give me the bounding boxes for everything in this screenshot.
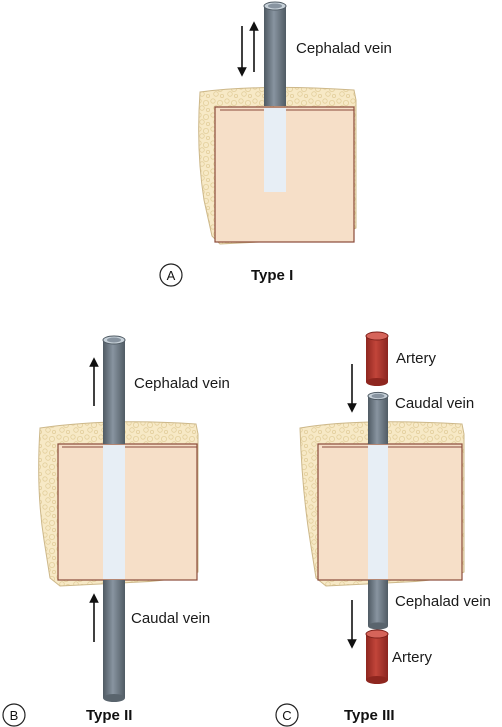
panel-a: Cephalad vein A Type I [159,1,392,287]
cephalad-vein-label-a: Cephalad vein [296,40,392,57]
vein-channel-a [264,108,286,192]
caudal-vein-c [367,391,389,444]
panel-c: Artery Caudal vein Cephalad vein Artery … [275,331,491,727]
type-label-a: Type I [251,267,293,284]
type-label-c: Type III [344,707,395,724]
cephalad-vein-label-b: Cephalad vein [134,375,230,392]
panel-b: Cephalad vein Caudal vein B Type II [2,335,230,727]
cephalad-vein-label-c: Cephalad vein [395,593,491,610]
vein-channel-c [368,445,388,579]
artery-label-c-bottom: Artery [392,649,433,666]
badge-b [2,703,26,727]
caudal-vein-b [103,580,125,702]
cephalad-vein-a [263,1,287,106]
caudal-vein-label-c: Caudal vein [395,395,474,412]
caudal-vein-label-b: Caudal vein [131,610,210,627]
top-artery-c [365,331,389,386]
cephalad-vein-c [368,580,388,630]
badge-b-text: B [10,708,19,723]
cephalad-vein-b [102,335,126,444]
badge-a [159,263,183,287]
bottom-artery-c [365,629,389,684]
vein-channel-b [103,445,125,579]
type-label-b: Type II [86,707,132,724]
badge-c-text: C [282,708,291,723]
badge-c [275,703,299,727]
artery-label-c-top: Artery [396,350,437,367]
badge-a-text: A [167,268,176,283]
